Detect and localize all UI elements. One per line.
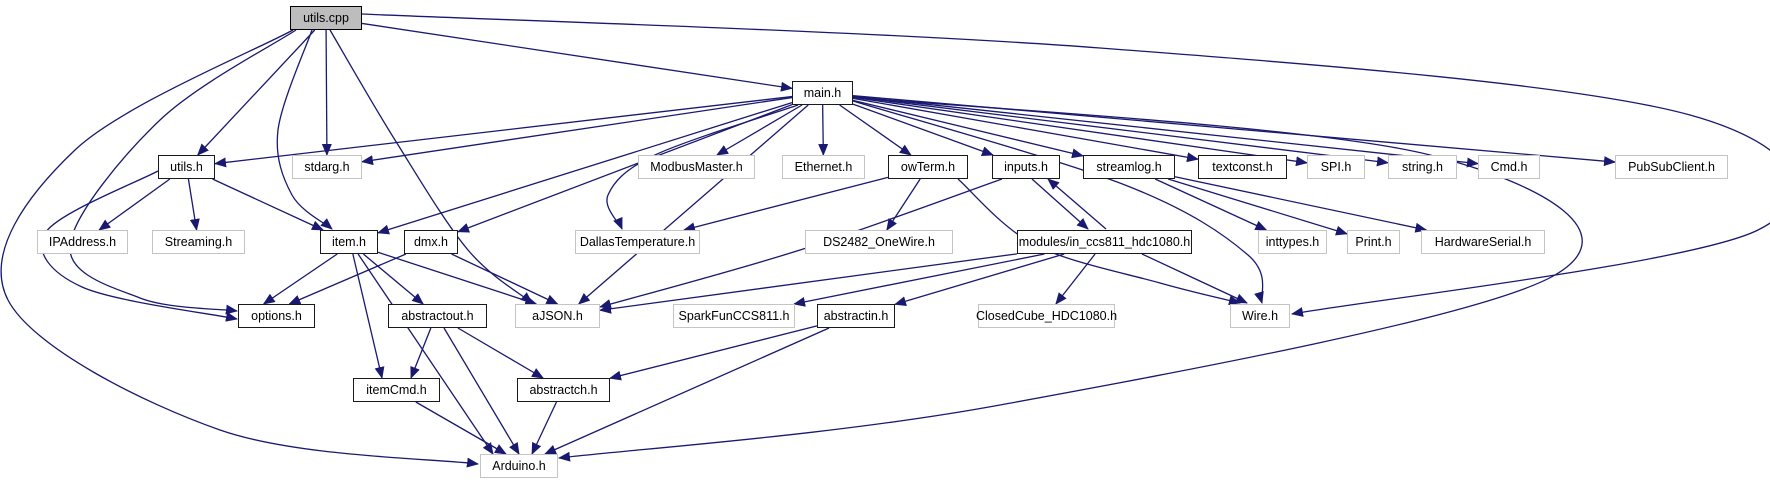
edge-owterm-h-to-dallastemperature-h bbox=[683, 176, 889, 233]
graph-node-print-h: Print.h bbox=[1347, 230, 1400, 254]
graph-node-inttypes-h: inttypes.h bbox=[1258, 230, 1327, 254]
edge-main-h-to-wire-h bbox=[852, 100, 1264, 304]
edge-owterm-h-to-wire-h bbox=[957, 178, 1241, 306]
graph-node-ajson-h: aJSON.h bbox=[515, 304, 600, 328]
edge-main-h-to-cmd-h bbox=[852, 95, 1479, 168]
edge-streamlog-h-to-inttypes-h bbox=[1154, 178, 1268, 231]
edge-abstractout-h-to-itemcmd-h bbox=[410, 327, 432, 379]
edge-main-h-to-utils-h bbox=[214, 95, 793, 168]
edge-item-h-to-arduino-h bbox=[357, 253, 494, 455]
graph-node-abstractch-h[interactable]: abstractch.h bbox=[517, 378, 610, 402]
graph-node-closedcube-hdc1080-h: ClosedCube_HDC1080.h bbox=[976, 304, 1117, 328]
edge-utils-cpp-to-stdarg-h bbox=[321, 29, 332, 156]
edge-main-h-to-item-h bbox=[377, 101, 793, 235]
graph-node-inputs-h[interactable]: inputs.h bbox=[992, 155, 1060, 179]
edge-itemcmd-h-to-arduino-h bbox=[415, 401, 507, 455]
graph-node-item-h[interactable]: item.h bbox=[320, 230, 378, 254]
graph-node-streamlog-h[interactable]: streamlog.h bbox=[1083, 155, 1175, 179]
edge-utils-h-to-ipaddress-h bbox=[98, 178, 171, 231]
graph-node-dmx-h[interactable]: dmx.h bbox=[404, 230, 458, 254]
graph-node-stdarg-h: stdarg.h bbox=[292, 155, 362, 179]
graph-node-hardwareserial-h: HardwareSerial.h bbox=[1421, 230, 1545, 254]
graph-node-abstractout-h[interactable]: abstractout.h bbox=[388, 304, 487, 328]
graph-node-ethernet-h: Ethernet.h bbox=[782, 155, 865, 179]
edge-utils-cpp-to-item-h bbox=[276, 29, 333, 230]
edge-main-h-to-dallastemperature-h bbox=[606, 104, 799, 230]
graph-node-streaming-h: Streaming.h bbox=[152, 230, 245, 254]
edge-main-h-to-ajson-h bbox=[577, 104, 809, 305]
edge-dmx-h-to-options-h bbox=[288, 253, 407, 305]
edge-utils-cpp-to-main-h bbox=[361, 22, 793, 92]
edge-modules-in-ccs811-hdc1080-h-to-closedcube-hdc1080-h bbox=[1055, 253, 1096, 305]
edge-modules-in-ccs811-hdc1080-h-to-inputs-h bbox=[1047, 178, 1107, 230]
graph-node-dallastemperature-h: DallasTemperature.h bbox=[575, 230, 700, 254]
graph-node-modules-in-ccs811-hdc1080-h[interactable]: modules/in_ccs811_hdc1080.h bbox=[1017, 230, 1192, 254]
graph-node-spi-h: SPI.h bbox=[1307, 155, 1365, 179]
edge-main-h-to-ethernet-h bbox=[818, 104, 829, 156]
edge-inputs-h-to-ajson-h bbox=[599, 178, 1003, 309]
edge-item-h-to-itemcmd-h bbox=[352, 253, 385, 379]
edge-abstractch-h-to-arduino-h bbox=[531, 401, 558, 455]
edge-modules-in-ccs811-hdc1080-h-to-wire-h bbox=[1141, 253, 1248, 304]
graph-node-owterm-h[interactable]: owTerm.h bbox=[888, 155, 968, 179]
edge-item-h-to-options-h bbox=[262, 253, 338, 305]
graph-node-arduino-h: Arduino.h bbox=[480, 454, 558, 478]
edge-main-h-to-owterm-h bbox=[839, 104, 912, 156]
edge-inputs-h-to-modules-in-ccs811-hdc1080-h bbox=[1031, 178, 1089, 230]
graph-node-ipaddress-h: IPAddress.h bbox=[37, 230, 128, 254]
graph-node-utils-h[interactable]: utils.h bbox=[158, 155, 215, 179]
graph-node-options-h[interactable]: options.h bbox=[238, 304, 315, 328]
edge-modules-in-ccs811-hdc1080-h-to-abstractin-h bbox=[894, 253, 1065, 307]
graph-node-wire-h: Wire.h bbox=[1230, 304, 1290, 328]
edge-utils-h-to-item-h bbox=[212, 178, 324, 231]
graph-node-modbusmaster-h: ModbusMaster.h bbox=[638, 155, 755, 179]
graph-node-itemcmd-h[interactable]: itemCmd.h bbox=[353, 378, 440, 402]
edge-main-h-to-modbusmaster-h bbox=[716, 104, 803, 156]
graph-node-sparkfunccs811-h: SparkFunCCS811.h bbox=[673, 304, 795, 328]
edge-utils-cpp-to-arduino-h bbox=[0, 29, 479, 468]
edge-main-h-to-stdarg-h bbox=[361, 96, 793, 166]
edge-main-h-to-streamlog-h bbox=[852, 99, 1084, 159]
edge-utils-h-to-options-h bbox=[41, 170, 238, 322]
edge-abstractout-h-to-abstractch-h bbox=[457, 327, 544, 379]
edge-modules-in-ccs811-hdc1080-h-to-sparkfunccs811-h bbox=[793, 253, 1045, 307]
graph-node-pubsubclient-h: PubSubClient.h bbox=[1615, 155, 1728, 179]
edge-abstractout-h-to-arduino-h bbox=[443, 327, 520, 455]
edge-utils-cpp-to-utils-h bbox=[197, 29, 316, 156]
edge-streamlog-h-to-hardwareserial-h bbox=[1174, 176, 1428, 233]
edge-utils-cpp-to-wire-h bbox=[361, 13, 1770, 317]
edge-main-h-to-string-h bbox=[852, 96, 1389, 167]
graph-node-utils-cpp: utils.cpp bbox=[290, 6, 362, 30]
edge-main-h-to-spi-h bbox=[852, 96, 1308, 167]
graph-node-string-h: string.h bbox=[1388, 155, 1457, 179]
graph-node-main-h[interactable]: main.h bbox=[792, 81, 853, 105]
edge-modules-in-ccs811-hdc1080-h-to-ajson-h bbox=[599, 253, 1018, 314]
graph-node-textconst-h[interactable]: textconst.h bbox=[1198, 155, 1287, 179]
edge-main-h-to-textconst-h bbox=[852, 97, 1199, 163]
edge-utils-cpp-to-ajson-h bbox=[329, 29, 533, 304]
edge-main-h-to-arduino-h bbox=[558, 96, 1583, 462]
edge-utils-h-to-streaming-h bbox=[187, 178, 200, 231]
graph-node-cmd-h: Cmd.h bbox=[1478, 155, 1540, 179]
edge-abstractin-h-to-abstractch-h bbox=[609, 325, 818, 381]
edge-abstractin-h-to-arduino-h bbox=[544, 327, 830, 455]
edge-item-h-to-ajson-h bbox=[377, 251, 538, 306]
edge-owterm-h-to-ds2482-onewire-h bbox=[886, 178, 921, 231]
edge-streamlog-h-to-print-h bbox=[1167, 178, 1348, 236]
graph-node-ds2482-onewire-h: DS2482_OneWire.h bbox=[805, 230, 953, 254]
graph-node-abstractin-h[interactable]: abstractin.h bbox=[817, 304, 895, 328]
edge-item-h-to-abstractout-h bbox=[362, 253, 424, 305]
edge-dmx-h-to-ajson-h bbox=[451, 253, 559, 305]
edge-main-h-to-inputs-h bbox=[852, 103, 994, 156]
